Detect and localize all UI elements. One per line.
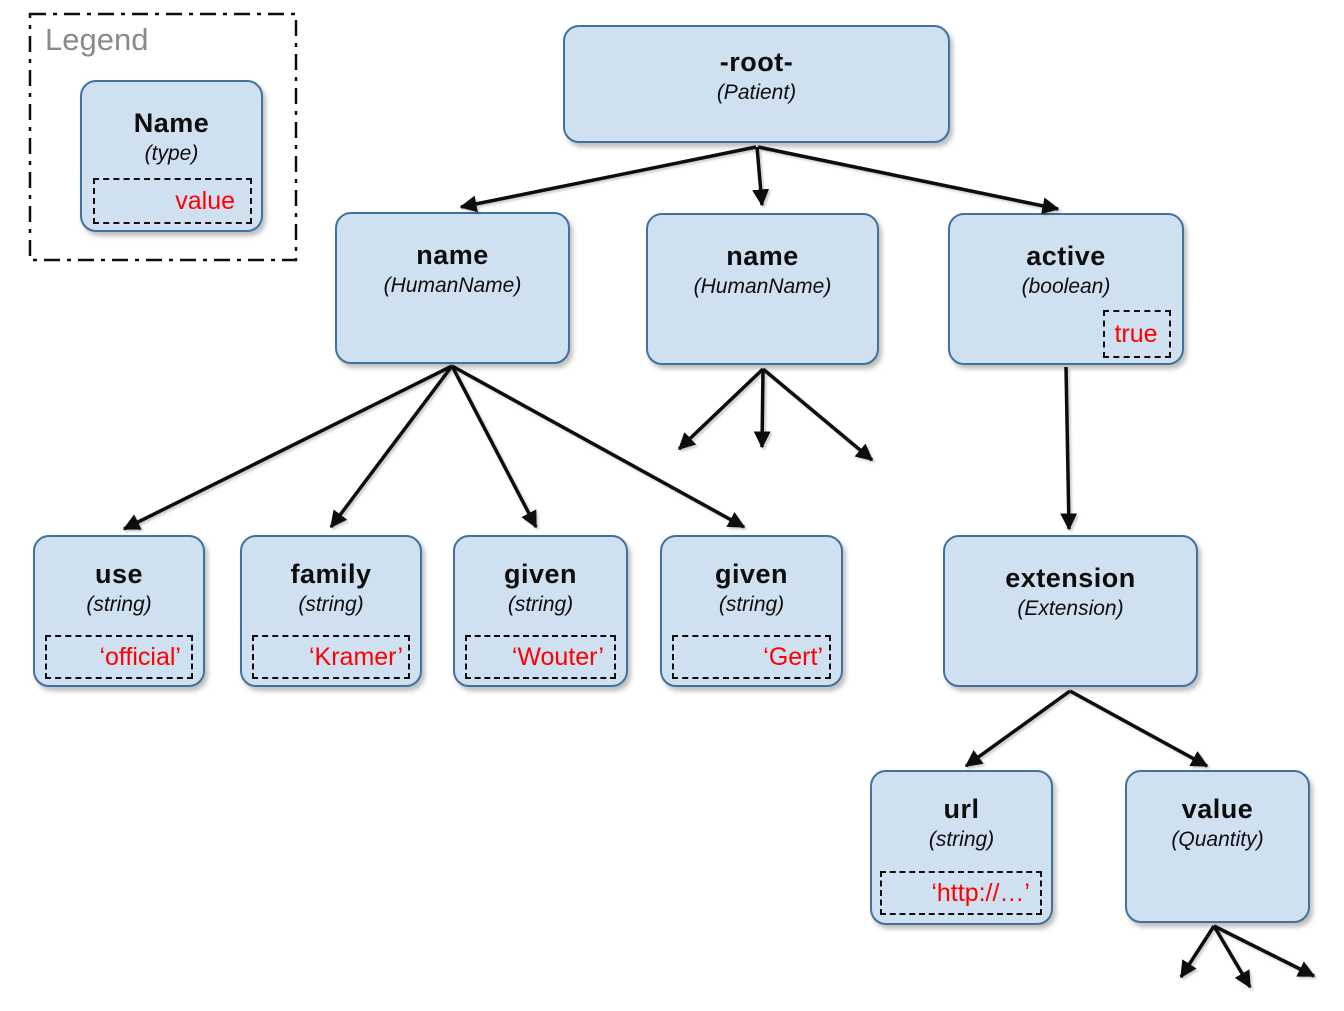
node-value: ‘Wouter’: [511, 642, 604, 671]
legend-title: Legend: [45, 22, 149, 57]
node-label: -root-: [719, 47, 794, 77]
edge-root-name2: [752, 146, 770, 207]
node-type: (Extension): [1017, 597, 1124, 620]
node-valuebox: ‘http://…’: [880, 871, 1042, 915]
edge-name1-given2: [451, 364, 746, 529]
node-label: family: [290, 559, 372, 589]
node-valuebox: ‘Gert’: [672, 635, 831, 679]
node-url: url (string) ‘http://…’: [870, 770, 1053, 925]
edge-extension-url: [964, 689, 1072, 768]
node-type: (HumanName): [693, 275, 832, 298]
node-active: active (boolean) true: [948, 213, 1184, 365]
node-valuebox: ‘Kramer’: [252, 635, 410, 679]
edge-name2-truncated-1: [677, 367, 765, 451]
node-use: use (string) ‘official’: [33, 535, 205, 687]
node-name-2: name (HumanName): [646, 213, 879, 365]
edge-active-extension: [1060, 366, 1078, 531]
node-valuebox: true: [1103, 310, 1171, 358]
node-label: name: [726, 241, 799, 271]
edge-name1-use: [122, 364, 453, 531]
node-type: (boolean): [1021, 275, 1111, 298]
legend-sample-node: Name (type) value: [80, 80, 263, 232]
node-type: (Patient): [716, 81, 797, 104]
node-type: (HumanName): [383, 274, 522, 297]
edge-root-name1: [459, 145, 757, 213]
node-given-1: given (string) ‘Wouter’: [453, 535, 628, 687]
node-label: extension: [1005, 563, 1136, 593]
node-family: family (string) ‘Kramer’: [240, 535, 422, 687]
legend-sample-valuebox: value: [93, 178, 252, 224]
node-label: url: [943, 794, 980, 824]
node-given-2: given (string) ‘Gert’: [660, 535, 843, 687]
edge-value-truncated-1: [1179, 925, 1216, 979]
node-extension: extension (Extension): [943, 535, 1198, 687]
edge-value-truncated-2: [1212, 925, 1252, 989]
edge-name2-truncated-2: [753, 368, 771, 449]
node-value: ‘official’: [99, 642, 181, 671]
edge-root-active: [757, 145, 1060, 215]
node-label: use: [94, 559, 144, 589]
edge-value-truncated-3: [1213, 924, 1316, 978]
legend-sample-label: Name: [133, 108, 210, 138]
node-value: ‘Gert’: [763, 642, 823, 671]
node-type: (Quantity): [1171, 828, 1264, 851]
node-value: ‘http://…’: [931, 878, 1030, 907]
edge-name2-truncated-3: [761, 367, 874, 462]
node-type: (string): [298, 593, 364, 616]
node-type: (string): [86, 593, 152, 616]
node-value: ‘Kramer’: [309, 642, 403, 671]
edge-name1-given1: [450, 365, 538, 529]
node-value: true: [1114, 319, 1158, 348]
edge-extension-value: [1069, 689, 1209, 768]
node-label: given: [503, 559, 578, 589]
node-root: -root- (Patient): [563, 25, 950, 143]
node-valuebox: ‘official’: [45, 635, 193, 679]
node-type: (string): [507, 593, 574, 616]
node-valuebox: ‘Wouter’: [465, 635, 616, 679]
node-label: value: [1181, 794, 1254, 824]
node-name-1: name (HumanName): [335, 212, 570, 364]
node-type: (string): [718, 593, 785, 616]
legend-sample-value: value: [175, 186, 235, 215]
node-type: (string): [928, 828, 995, 851]
node-label: name: [416, 240, 489, 270]
node-label: active: [1026, 241, 1106, 271]
node-label: given: [714, 559, 789, 589]
legend-sample-type: (type): [144, 142, 199, 165]
edge-name1-family: [329, 364, 454, 529]
node-value-quantity: value (Quantity): [1125, 770, 1310, 923]
